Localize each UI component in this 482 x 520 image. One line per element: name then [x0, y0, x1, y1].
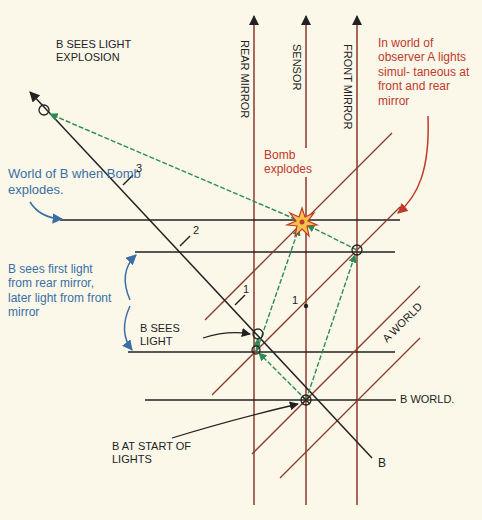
- axis-label: FRONT MIRROR: [341, 44, 354, 129]
- event-cross: [302, 396, 310, 404]
- callout-note: B sees first light from rear mirror, lat…: [8, 262, 116, 320]
- event-note: B SEES LIGHT EXPLOSION: [56, 38, 168, 64]
- axis-label: REAR MIRROR: [238, 40, 251, 118]
- event-circle: [253, 329, 263, 339]
- event-circle: [39, 105, 49, 115]
- callout-number: 3: [136, 162, 142, 175]
- rear-mirror-line: [253, 16, 255, 505]
- b-world-line: [60, 219, 400, 220]
- callout-arrow: [398, 116, 428, 213]
- events: [39, 105, 362, 405]
- b-simultaneity-lines: [60, 220, 400, 400]
- axis-label: SENSOR: [290, 44, 303, 90]
- axis-label: A WORLD: [380, 300, 425, 345]
- tick-mark: [180, 236, 190, 246]
- bomb-dot: [300, 220, 305, 225]
- front-mirror-line: [356, 16, 358, 505]
- light-ray: [257, 228, 299, 350]
- tick-mark: [235, 295, 245, 305]
- bracket-arrow: [125, 255, 136, 300]
- callout-note: World of B when Bomb explodes.: [8, 166, 158, 197]
- worldline-ticks: [123, 175, 245, 305]
- light-signals: [50, 114, 357, 400]
- event-note: B SEES LIGHT: [140, 322, 200, 348]
- a-world-line: [205, 133, 392, 320]
- explosion-star: [287, 208, 317, 236]
- light-ray: [306, 255, 355, 400]
- event-circle: [252, 346, 260, 354]
- light-ray: [259, 353, 306, 400]
- mirror-world-lines: [254, 16, 357, 505]
- sensor-line: [305, 16, 307, 505]
- event-circle: [352, 245, 362, 255]
- light-ray: [307, 225, 357, 250]
- callout-arrow: [30, 202, 62, 219]
- event-note: Bomb explodes: [262, 148, 328, 177]
- leader-arrow: [172, 404, 298, 438]
- callout-note: In world of observer A lights simul- tan…: [378, 36, 476, 108]
- a-world-line: [212, 207, 400, 395]
- event-note: B AT START OF LIGHTS: [112, 440, 192, 466]
- a-simultaneity-lines: [205, 133, 420, 478]
- sensor-dot: [304, 304, 308, 308]
- leader-arrow: [203, 333, 250, 338]
- a-world-line: [280, 338, 420, 478]
- bracket-arrow: [124, 306, 132, 350]
- callout-number: 1: [243, 283, 249, 296]
- callout-number: 1: [292, 294, 298, 307]
- callout-number: 2: [193, 224, 199, 237]
- axis-label: B WORLD.: [400, 393, 454, 406]
- axis-label: B: [378, 456, 386, 470]
- event-circle: [301, 395, 311, 405]
